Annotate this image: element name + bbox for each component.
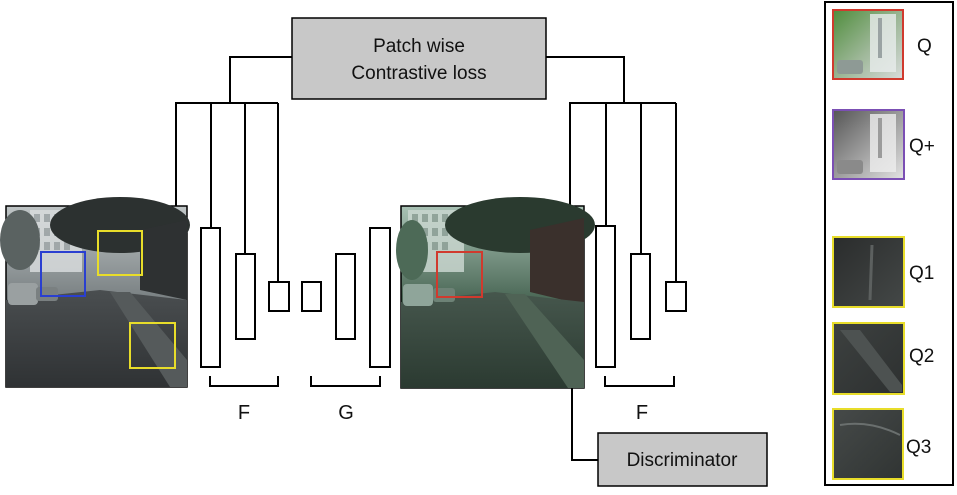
label-encoder-left: F [238, 402, 250, 424]
loss-line-2: Contrastive loss [351, 63, 486, 84]
discriminator-label: Discriminator [627, 450, 739, 471]
label-q2: Q2 [909, 346, 934, 367]
decoder-layer-2 [335, 253, 356, 340]
patch-q3: Q3 [832, 408, 931, 480]
encoder-left-layer-3 [268, 281, 290, 312]
loss-line-1: Patch wise [373, 36, 465, 57]
encoder-right-layer-3 [665, 281, 687, 312]
output-patch-red [436, 251, 483, 298]
connector-discriminator [571, 388, 598, 461]
input-patch-yellow-bottom [129, 322, 176, 369]
encoder-left-layer-1 [200, 227, 221, 368]
patch-panel: Q Q+ Q1 Q2 Q3 [824, 1, 954, 486]
encoder-right-layer-1 [595, 225, 616, 368]
encoder-right-layer-2 [630, 253, 651, 340]
input-patch-blue [40, 251, 86, 297]
input-patch-yellow-top [97, 230, 143, 276]
patch-q-plus: Q+ [832, 109, 935, 180]
label-generator: G [338, 402, 354, 424]
label-encoder-right: F [636, 402, 648, 424]
label-q: Q [917, 36, 932, 57]
connector-lines [175, 56, 677, 461]
label-q3: Q3 [906, 437, 931, 458]
bracket-f-left [209, 376, 279, 387]
connector-input-image [175, 56, 292, 208]
decoder-layer-1 [301, 281, 322, 312]
input-street-image [0, 197, 190, 388]
bracket-f-right [604, 376, 675, 387]
bracket-g [310, 376, 381, 387]
encoder-left-layer-2 [235, 253, 256, 340]
contrastive-loss-box: Patch wise Contrastive loss [291, 17, 547, 100]
connector-output-image [546, 56, 625, 208]
output-street-image [396, 197, 595, 389]
patch-q: Q [832, 9, 932, 80]
network-blocks [200, 225, 687, 368]
label-q1: Q1 [909, 263, 934, 284]
decoder-layer-3 [369, 227, 391, 368]
patch-q2: Q2 [832, 322, 934, 395]
patch-q1: Q1 [832, 236, 934, 308]
discriminator-box: Discriminator [597, 432, 768, 487]
label-q-plus: Q+ [909, 136, 935, 157]
